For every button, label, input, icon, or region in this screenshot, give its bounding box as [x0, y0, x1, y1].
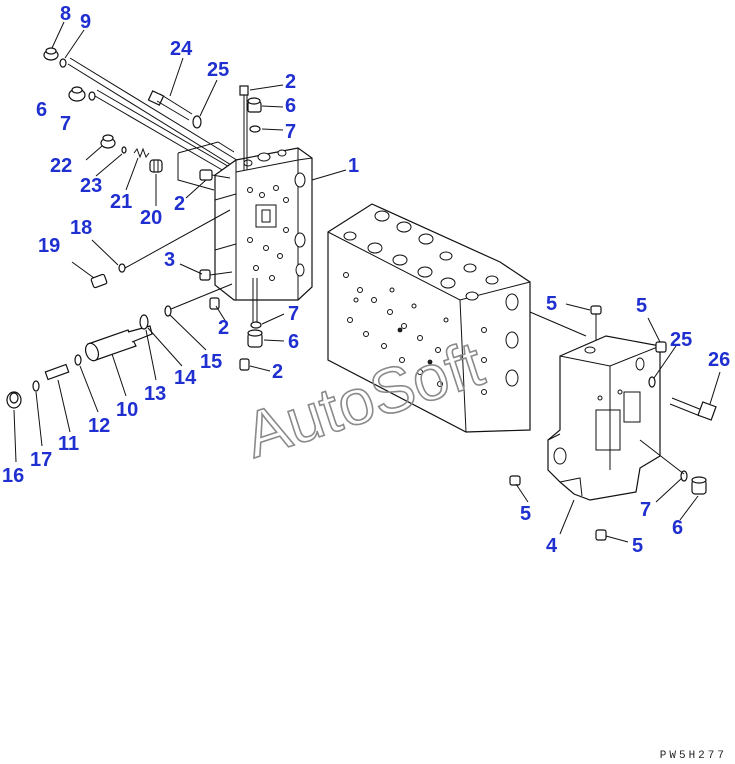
- callout-5: 5: [546, 293, 557, 315]
- callout-2: 2: [272, 361, 283, 383]
- plug-19: [90, 273, 108, 289]
- callout-11: 11: [58, 433, 79, 455]
- callout-1: 1: [348, 155, 359, 177]
- callout-labels: 8 9 24 25 2 6 6 7 7 1 22 23 21 20 2 18 1…: [2, 3, 730, 557]
- plug-6-lower: [247, 329, 263, 348]
- callout-5: 5: [632, 535, 643, 557]
- o-ring-9: [59, 58, 67, 68]
- callout-7: 7: [288, 303, 299, 325]
- plug-6-top-left: [68, 86, 86, 102]
- plug-22: [100, 134, 116, 149]
- o-ring-7-right: [680, 470, 688, 482]
- callout-16: 16: [2, 465, 24, 487]
- o-ring-7-top: [249, 125, 261, 133]
- poppet-20: [149, 159, 163, 173]
- ring-12: [74, 354, 82, 366]
- callout-6: 6: [285, 95, 296, 117]
- bolt-24: [147, 90, 193, 121]
- callout-25: 25: [207, 59, 229, 81]
- axis-line-right-lower: [639, 439, 685, 475]
- callout-2: 2: [218, 317, 229, 339]
- spring-21: [133, 147, 150, 159]
- callout-7: 7: [640, 499, 651, 521]
- axis-line-15: [170, 283, 233, 310]
- fastener-3: [199, 269, 233, 281]
- main-valve-body: [327, 203, 531, 433]
- callout-23: 23: [80, 175, 102, 197]
- callout-12: 12: [88, 415, 110, 437]
- callout-7: 7: [285, 121, 296, 143]
- callout-18: 18: [70, 217, 92, 239]
- callout-13: 13: [144, 383, 166, 405]
- o-ring-23: [121, 146, 127, 154]
- callout-20: 20: [140, 207, 162, 229]
- callout-26: 26: [708, 349, 730, 371]
- fastener-5-right: [655, 341, 667, 353]
- callout-5: 5: [636, 295, 647, 317]
- callout-4: 4: [546, 535, 558, 557]
- o-ring-15: [164, 305, 172, 317]
- flange-outline-left: [177, 141, 235, 191]
- fastener-2-bottom: [239, 358, 250, 371]
- callout-8: 8: [60, 3, 71, 25]
- plug-6-top: [247, 97, 262, 113]
- axis-line-right: [529, 311, 587, 337]
- callout-22: 22: [50, 155, 72, 177]
- o-ring-17: [32, 380, 40, 392]
- axis-line-18: [124, 209, 231, 269]
- callout-7: 7: [60, 113, 71, 135]
- callout-21: 21: [110, 191, 132, 213]
- callout-24: 24: [170, 38, 193, 60]
- callout-10: 10: [116, 399, 138, 421]
- callout-17: 17: [30, 449, 52, 471]
- valve-cartridge-10: [84, 325, 153, 362]
- washer-25: [192, 115, 202, 129]
- fastener-5-top: [590, 305, 602, 315]
- plug-8: [43, 47, 59, 61]
- callout-2: 2: [174, 193, 185, 215]
- callout-6: 6: [36, 99, 47, 121]
- callout-19: 19: [38, 235, 60, 257]
- fastener-2-top: [239, 85, 249, 170]
- valve-section-1: [214, 147, 313, 301]
- fastener-5-left: [509, 475, 521, 486]
- tie-rod: [67, 57, 241, 179]
- callout-25: 25: [670, 329, 692, 351]
- callout-6: 6: [672, 517, 683, 539]
- plunger-11: [44, 363, 70, 381]
- o-ring-13: [139, 314, 149, 330]
- leader-lines: [13, 21, 721, 543]
- callout-5: 5: [520, 503, 531, 525]
- o-ring-7-lower: [250, 321, 262, 329]
- plug-6-right: [691, 476, 707, 495]
- callout-3: 3: [164, 249, 175, 271]
- fastener-2-lower: [209, 297, 220, 310]
- end-section-4: [547, 335, 661, 501]
- washer-25-right: [648, 376, 656, 388]
- stud-lower: [252, 278, 258, 322]
- callout-9: 9: [80, 11, 91, 33]
- callout-15: 15: [200, 351, 222, 373]
- plug-16: [6, 391, 22, 409]
- bolt-26: [669, 397, 717, 421]
- fastener-5-bottom: [595, 529, 607, 541]
- callout-6: 6: [288, 331, 299, 353]
- callout-14: 14: [174, 367, 197, 389]
- o-ring-7-top-left: [88, 91, 96, 101]
- o-ring-18: [118, 263, 126, 273]
- drawing-code: PW5H277: [659, 750, 727, 762]
- callout-2: 2: [285, 71, 296, 93]
